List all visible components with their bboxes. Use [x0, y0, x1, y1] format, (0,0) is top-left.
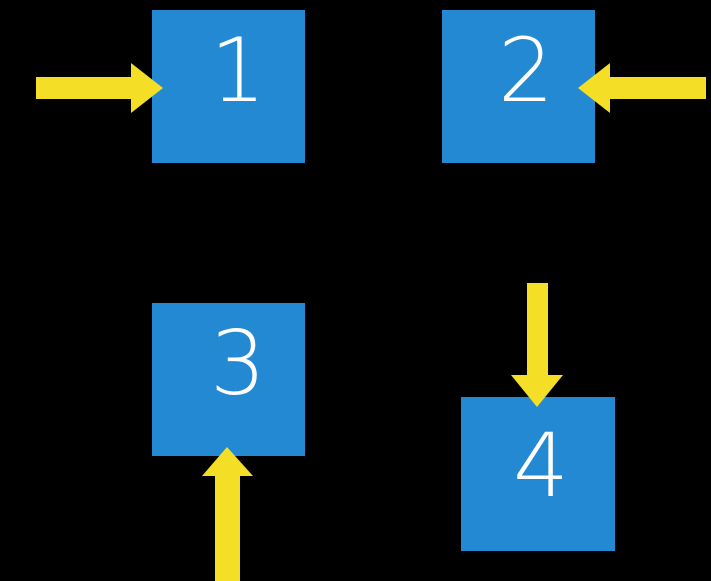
arrow-up-shape	[202, 447, 253, 581]
node-box-4[interactable]: 4	[461, 397, 615, 551]
node-label-4: 4	[513, 414, 569, 517]
node-box-2[interactable]: 2	[442, 10, 595, 163]
arrow-down-icon	[511, 283, 563, 407]
node-label-2: 2	[498, 19, 554, 122]
node-box-1[interactable]: 1	[152, 10, 305, 163]
arrow-left-shape	[578, 63, 706, 113]
arrow-right-icon	[36, 63, 163, 113]
node-box-3[interactable]: 3	[152, 303, 305, 456]
node-label-1: 1	[210, 19, 266, 122]
arrow-right-shape	[36, 63, 163, 113]
arrow-up-icon	[202, 447, 253, 581]
arrow-left-icon	[578, 63, 706, 113]
arrow-down-shape	[511, 283, 563, 407]
node-label-3: 3	[210, 312, 266, 415]
